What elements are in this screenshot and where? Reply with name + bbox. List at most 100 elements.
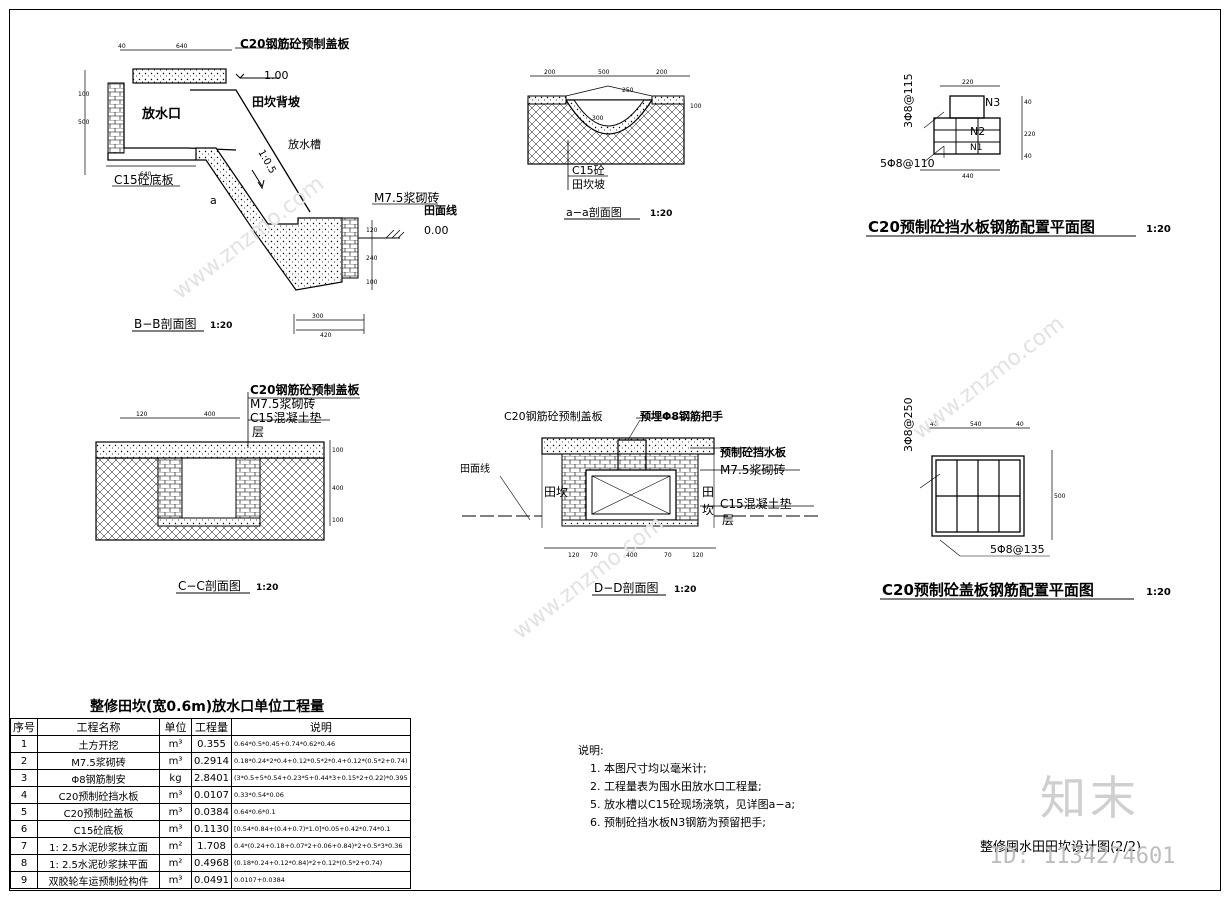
aa-scale: 1:20	[650, 209, 672, 219]
dd-cushion-label: C15混凝土垫	[720, 496, 792, 511]
note-item: 5. 放水槽以C15砼现场浇筑，见详图a−a;	[590, 798, 796, 811]
table-cell: [0.54*0.84+(0.4+0.7)*1.0]*0.05+0.42*0.74…	[231, 820, 411, 838]
bb-trough-label: 放水槽	[288, 137, 321, 151]
aa-dim: 200	[656, 69, 668, 76]
note-item: 6. 预制砼挡水板N3钢筋为预留把手;	[590, 816, 766, 829]
cover-plan-title: C20预制砼盖板钢筋配置平面图	[882, 581, 1094, 599]
table-cell: m³	[159, 752, 192, 770]
table-cell: 0.0491	[191, 871, 232, 889]
bb-dim: 640	[140, 171, 152, 178]
baffle-plan-scale: 1:20	[1146, 224, 1171, 235]
bb-dim: 240	[366, 255, 378, 262]
section-bb: C20钢筋砼预制盖板 1.00 田坎背坡 放水口 1:0.5 放水槽 M7.5浆…	[78, 36, 457, 339]
bb-dim: 640	[176, 43, 188, 50]
aa-dim: 250	[622, 87, 634, 94]
table-cell: (0.18*0.24+0.12*0.84)*2+0.12*(0.5*2+0.74…	[231, 854, 411, 872]
watermark-id: ID: 1134274601	[990, 844, 1176, 869]
table-cell: C20预制砼盖板	[37, 803, 160, 821]
table-cell: m²	[159, 854, 192, 872]
bb-dim: 100	[78, 91, 90, 98]
cc-title: C−C剖面图	[178, 579, 241, 593]
bb-dim: 300	[312, 313, 324, 320]
aa-dim: 100	[690, 103, 702, 110]
dd-dim: 120	[568, 552, 580, 559]
dd-bank-left: 田坎	[544, 485, 568, 499]
dd-bank-right-1: 田	[702, 485, 714, 499]
baffle-plan-title: C20预制砼挡水板钢筋配置平面图	[868, 218, 1095, 236]
table-cell: 1: 2.5水泥砂浆抹立面	[37, 837, 160, 855]
table-header: 工程名称	[37, 718, 160, 736]
sheet-title: 整修囤水田田坎设计图(2/2)	[980, 840, 1142, 855]
cover-dim: 40	[930, 421, 938, 428]
cover-dim: 500	[1054, 493, 1066, 500]
table-header: 说明	[231, 718, 411, 736]
dd-layer-label: 层	[722, 513, 734, 527]
section-aa: 200 500 200 100 250 300 C15砼 田坎坡 a−a剖面图 …	[527, 69, 702, 220]
cc-cover-label: C20钢筋砼预制盖板	[250, 382, 361, 397]
cover-rebar-h: 5Φ8@135	[990, 543, 1045, 556]
baffle-dim: 440	[962, 173, 974, 180]
cc-brick-label: M7.5浆砌砖	[250, 396, 315, 411]
table-cell: 6	[10, 820, 38, 838]
aa-bank-label: 田坎坡	[572, 178, 605, 191]
cc-cushion-label: C15混凝土垫	[250, 410, 322, 425]
bb-elev-field: 0.00	[424, 224, 449, 237]
table-header: 单位	[159, 718, 192, 736]
table-cell: 0.33*0.54*0.06	[231, 786, 411, 804]
table-cell: 8	[10, 854, 38, 872]
cc-dim: 400	[332, 485, 344, 492]
table-cell: 9	[10, 871, 38, 889]
dd-dim: 70	[664, 552, 672, 559]
table-cell: 3	[10, 769, 38, 787]
table-cell: Φ8钢筋制安	[37, 769, 160, 787]
design-notes: 说明: 1. 本图尺寸均以毫米计; 2. 工程量表为囤水田放水口工程量; 5. …	[578, 742, 795, 832]
baffle-n3: N3	[985, 96, 1000, 109]
cover-slab	[132, 68, 227, 84]
table-cell: C20预制砼挡水板	[37, 786, 160, 804]
table-cell: 0.2914	[191, 752, 232, 770]
table-cell: 5	[10, 803, 38, 821]
baffle-dim: 220	[1024, 131, 1036, 138]
aa-conc-label: C15砼	[572, 164, 605, 177]
drawing-border	[9, 9, 1221, 891]
bb-outlet-label: 放水口	[141, 106, 181, 122]
baffle-rebar-v: 3Φ8@115	[902, 73, 915, 128]
baffle-rebar-plan: N3 N2 N1 3Φ8@115 5Φ8@110 220 40 220 40 4…	[866, 73, 1171, 237]
end-brick-wall	[341, 217, 359, 279]
table-cell: 7	[10, 837, 38, 855]
baffle-rebar-h: 5Φ8@110	[880, 157, 935, 170]
bb-dim: 40	[118, 43, 126, 50]
baffle-dim: 220	[962, 79, 974, 86]
cc-scale: 1:20	[256, 583, 278, 593]
table-cell: m³	[159, 786, 192, 804]
table-cell: 0.0107+0.0384	[231, 871, 411, 889]
cover-plan-scale: 1:20	[1146, 587, 1171, 598]
table-cell: (3*0.5+5*0.54+0.23*5+0.44*3+0.15*2+0.22)…	[231, 769, 411, 787]
dd-scale: 1:20	[674, 585, 696, 595]
cc-dim: 100	[332, 517, 344, 524]
bb-dim: 120	[366, 227, 378, 234]
baffle-n1: N1	[970, 143, 982, 153]
table-cell: 1: 2.5水泥砂浆抹平面	[37, 854, 160, 872]
watermark-site: www.znzmo.com	[508, 511, 669, 644]
table-cell: m³	[159, 820, 192, 838]
cover-dim: 40	[1016, 421, 1024, 428]
table-cell: M7.5浆砌砖	[37, 752, 160, 770]
table-cell: m³	[159, 803, 192, 821]
table-cell: 0.1130	[191, 820, 232, 838]
watermark-logo: 知末	[1040, 771, 1140, 825]
table-cell: m²	[159, 837, 192, 855]
dd-dim: 120	[692, 552, 704, 559]
dd-field-line: 田面线	[460, 462, 490, 475]
table-header: 序号	[10, 718, 38, 736]
table-cell: C15砼底板	[37, 820, 160, 838]
cover-dim: 540	[970, 421, 982, 428]
table-cell: 2.8401	[191, 769, 232, 787]
cc-dim: 100	[332, 447, 344, 454]
